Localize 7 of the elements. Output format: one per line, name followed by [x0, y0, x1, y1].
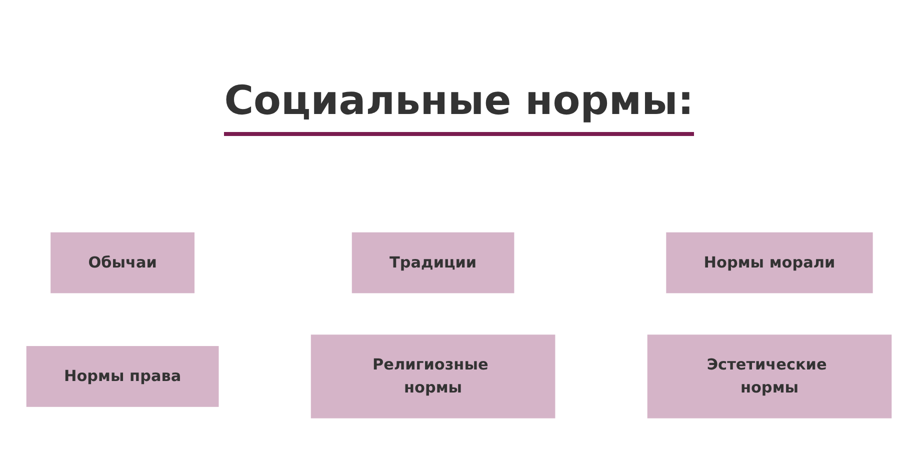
node-box: Религиозные нормы	[310, 334, 556, 418]
title: Социальные нормы:	[224, 78, 694, 136]
node-box: Обычаи	[50, 232, 195, 293]
node-box: Традиции	[352, 232, 514, 293]
node-box: Нормы морали	[666, 232, 873, 293]
node-box: Нормы права	[26, 346, 219, 407]
node-box: Эстетические нормы	[647, 334, 892, 418]
